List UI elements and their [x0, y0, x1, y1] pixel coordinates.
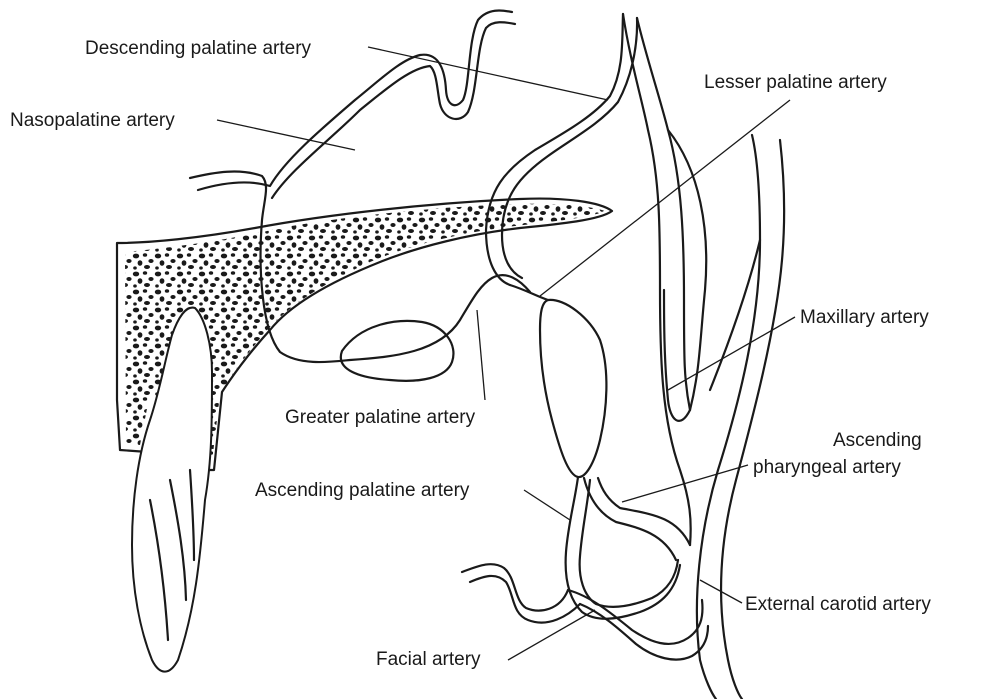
lesser-palatine-artery: [510, 285, 548, 300]
facial-artery-trunk: [568, 590, 702, 644]
label-lesser-palatine-artery: Lesser palatine artery: [704, 72, 887, 93]
label-facial-artery: Facial artery: [376, 649, 481, 670]
label-ascending-pharyngeal-artery-line2: pharyngeal artery: [753, 457, 901, 478]
label-maxillary-artery: Maxillary artery: [800, 307, 929, 328]
leader-facial: [508, 610, 595, 660]
leader-ascending-pharyngeal: [622, 465, 748, 502]
external-carotid-branch: [710, 240, 760, 390]
ascending-palatine-artery: [566, 477, 680, 619]
leader-maxillary: [668, 317, 795, 390]
label-external-carotid-artery: External carotid artery: [745, 594, 931, 615]
label-ascending-pharyngeal-artery-line1: Ascending: [833, 430, 922, 451]
ascending-pharyngeal-artery: [598, 478, 690, 545]
leader-ascending-palatine: [524, 490, 570, 520]
external-carotid-artery-inner: [721, 140, 784, 699]
pharyngeal-glands: [540, 300, 606, 477]
label-greater-palatine-artery: Greater palatine artery: [285, 407, 476, 428]
descending-palatine-artery: [486, 14, 623, 285]
descending-palatine-artery-inner: [502, 18, 637, 278]
label-nasopalatine-artery: Nasopalatine artery: [10, 110, 175, 131]
leader-greater-palatine: [477, 310, 485, 400]
label-descending-palatine-artery: Descending palatine artery: [85, 38, 312, 59]
label-ascending-palatine-artery: Ascending palatine artery: [255, 480, 470, 501]
facial-artery-trunk-inner: [580, 604, 708, 660]
palatine-glands: [341, 321, 454, 381]
leader-descending-palatine: [368, 47, 608, 100]
